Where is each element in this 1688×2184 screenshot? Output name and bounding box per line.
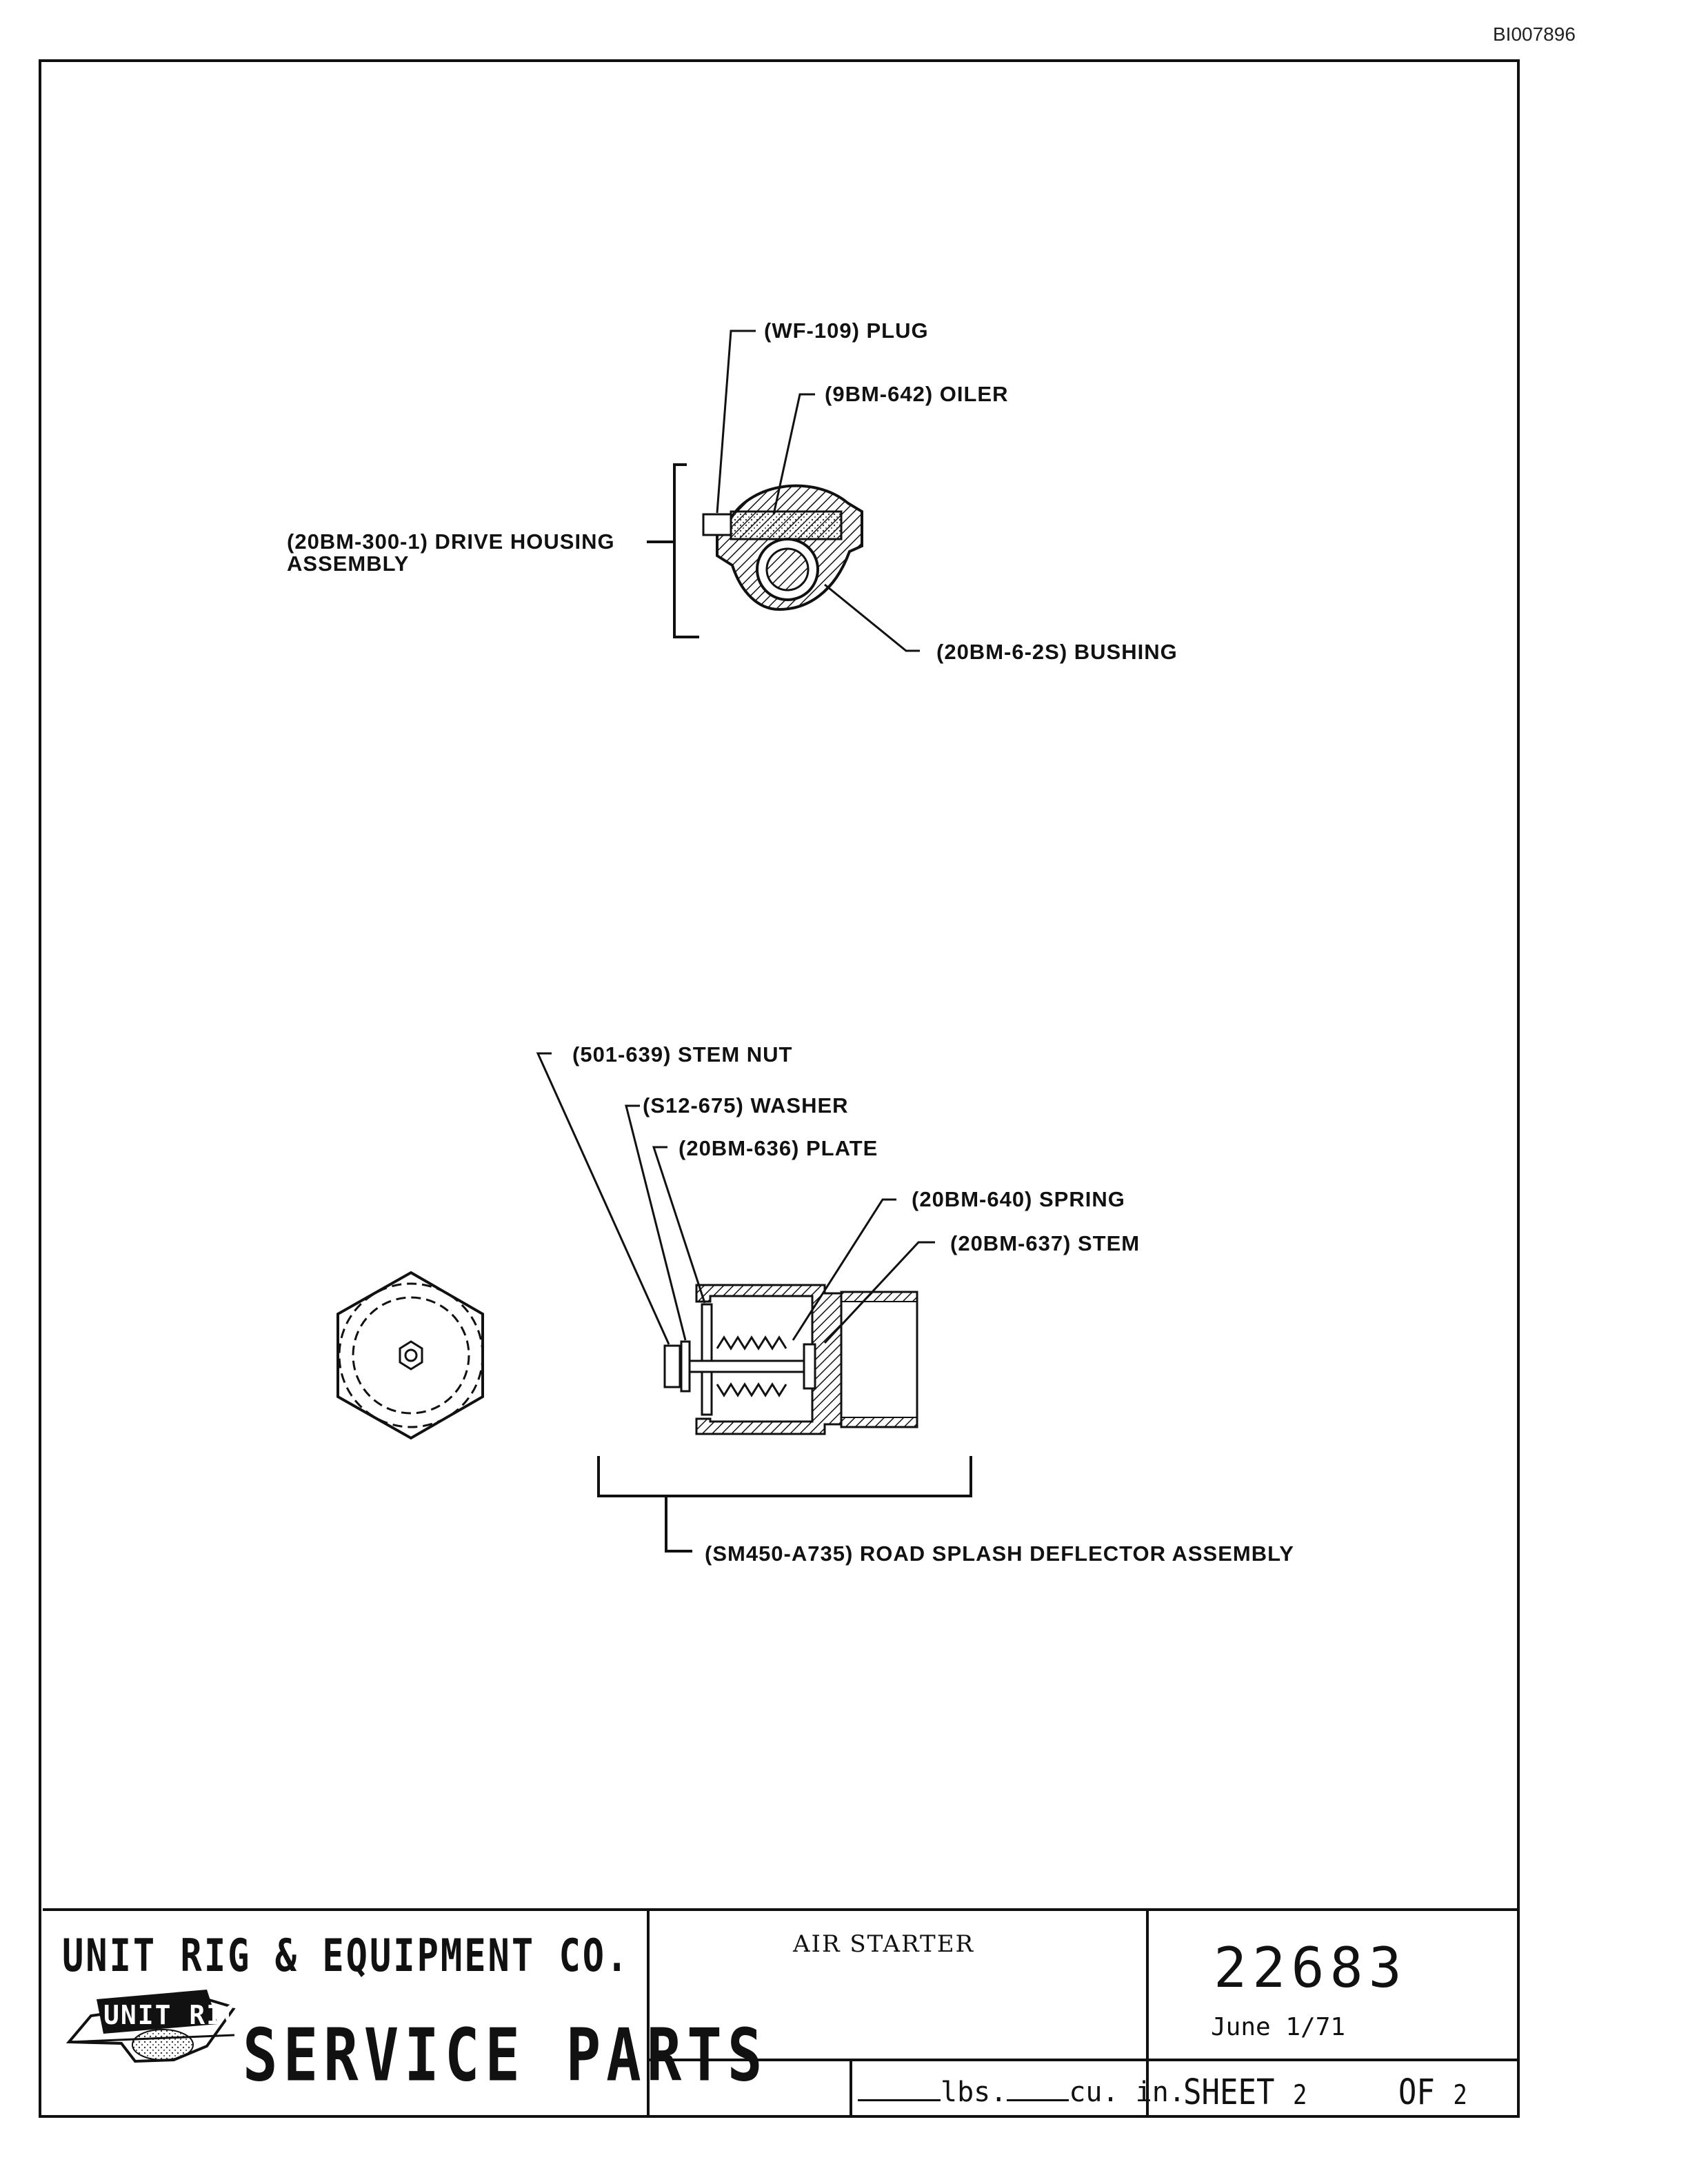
drive-housing-label-2: ASSEMBLY bbox=[287, 552, 409, 576]
bushing-label: (20BM-6-2S) BUSHING bbox=[936, 640, 1178, 664]
sheet-number: 2 bbox=[1292, 2079, 1307, 2112]
of-label: OF bbox=[1398, 2072, 1435, 2113]
cu-in-label: cu. in. bbox=[1069, 2076, 1185, 2108]
logo-text: UNIT RIG bbox=[103, 2000, 241, 2030]
plate-label: (20BM-636) PLATE bbox=[679, 1136, 878, 1160]
drawing-date: June 1/71 bbox=[1211, 2013, 1346, 2041]
washer-label: (S12-675) WASHER bbox=[643, 1093, 849, 1118]
drawing-number: 22683 bbox=[1214, 1936, 1407, 2000]
hex-end-view bbox=[336, 1271, 484, 1440]
drawing-title: AIR STARTER bbox=[793, 1930, 975, 1958]
sheet-label: SHEET bbox=[1183, 2072, 1275, 2113]
tb-bottom-row-line bbox=[647, 2059, 1518, 2061]
lbs-label: lbs. bbox=[941, 2076, 1007, 2108]
weight-volume-field: lbs. cu. in. bbox=[858, 2076, 1185, 2108]
spring-label: (20BM-640) SPRING bbox=[912, 1187, 1125, 1211]
stem-label: (20BM-637) STEM bbox=[950, 1231, 1140, 1255]
stem-nut-label: (501-639) STEM NUT bbox=[572, 1042, 792, 1066]
deflector-section bbox=[663, 1284, 918, 1435]
document-id: BI007896 bbox=[1493, 23, 1576, 45]
sheet-total: 2 bbox=[1453, 2079, 1467, 2112]
drive-housing-label: (20BM-300-1) DRIVE HOUSING bbox=[287, 529, 615, 554]
sheet-field: SHEET 2 OF 2 bbox=[1183, 2072, 1467, 2113]
service-parts-title: SERVICE PARTS bbox=[243, 2013, 768, 2098]
unit-rig-logo: UNIT RIG bbox=[66, 1990, 241, 2063]
plug-label: (WF-109) PLUG bbox=[764, 318, 929, 343]
assembly-label: (SM450-A735) ROAD SPLASH DEFLECTOR ASSEM… bbox=[705, 1541, 1294, 1566]
tb-top-line bbox=[43, 1908, 1518, 1911]
lbs-blank bbox=[858, 2080, 941, 2101]
bottom-leaders bbox=[536, 1052, 972, 1553]
drive-housing-drawing bbox=[647, 463, 863, 638]
oiler-label: (9BM-642) OILER bbox=[825, 382, 1008, 406]
cu-in-blank bbox=[1007, 2080, 1069, 2101]
tb-weight-divider bbox=[850, 2059, 852, 2115]
tb-right-divider bbox=[1146, 1908, 1149, 2115]
top-leaders bbox=[716, 330, 920, 652]
drawing-frame bbox=[39, 59, 1520, 2118]
tb-left-divider bbox=[647, 1908, 650, 2115]
company-name: UNIT RIG & EQUIPMENT CO. bbox=[62, 1930, 630, 1982]
